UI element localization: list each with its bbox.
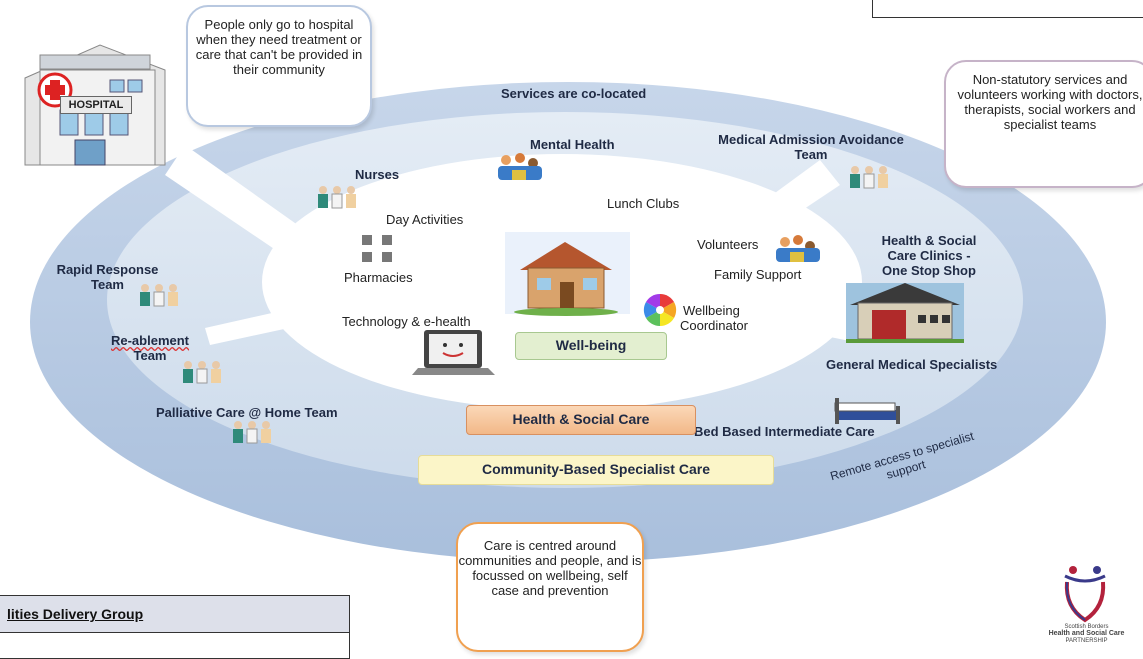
partnership-logo (1064, 566, 1106, 623)
delivery-group-title: lities Delivery Group (7, 606, 144, 622)
label-technology: Technology & e-health (342, 314, 471, 329)
hospital-sign: HOSPITAL (60, 96, 132, 114)
label-medical-admission-line2: Team (794, 147, 828, 162)
label-family-support: Family Support (714, 267, 802, 282)
spoke-top-right (745, 160, 840, 235)
pharmacy-icons (362, 235, 392, 262)
label-hsc-clinics-line2: Care Clinics - (887, 248, 971, 263)
label-mental-health: Mental Health (530, 137, 615, 152)
label-rapid-response: Rapid Response Team (35, 262, 180, 292)
pill-community-specialist: Community-Based Specialist Care (418, 455, 774, 485)
label-pharmacies: Pharmacies (344, 270, 413, 285)
label-wellbeing-coordinator-line1: Wellbeing (683, 303, 740, 318)
label-reablement-line2: Team (133, 348, 167, 363)
callout-non-statutory: Non-statutory services and volunteers wo… (944, 60, 1143, 188)
pill-wellbeing: Well-being (515, 332, 667, 360)
logo-line3: PARTNERSHIP (1065, 638, 1108, 644)
bed-icon (834, 398, 900, 424)
label-medical-admission-line1: Medical Admission Avoidance (718, 132, 904, 147)
label-hsc-clinics-line1: Health & Social (881, 233, 977, 248)
callout-care-centred: Care is centred around communities and p… (456, 522, 644, 652)
label-reablement: Re-ablement Team (100, 333, 200, 363)
top-right-box (872, 0, 1143, 18)
label-rapid-response-line2: Team (91, 277, 124, 292)
group-icon-day (498, 153, 542, 180)
label-wellbeing-coordinator-line2: Coordinator (680, 318, 748, 333)
label-medical-admission: Medical Admission Avoidance Team (683, 132, 939, 162)
spoke-left (205, 300, 335, 345)
callout-hospital-only: People only go to hospital when they nee… (186, 5, 372, 127)
delivery-group-table: lities Delivery Group (0, 595, 350, 659)
label-hsc-clinics-line3: One Stop Shop (882, 263, 976, 278)
clinic-building-icon (846, 283, 964, 343)
delivery-group-header: lities Delivery Group (0, 596, 349, 633)
logo-text: Scottish Borders Health and Social Care … (1030, 624, 1143, 644)
label-wellbeing-coordinator: Wellbeing Coordinator (680, 303, 748, 333)
spoke-right (795, 310, 860, 342)
color-wheel-icon (643, 293, 677, 327)
label-volunteers: Volunteers (697, 237, 759, 252)
label-palliative: Palliative Care @ Home Team (156, 405, 338, 420)
spoke-top-left (165, 145, 340, 280)
logo-line1: Scottish Borders (1064, 624, 1109, 630)
laptop-icon (412, 330, 495, 375)
group-icon-volunteers (776, 235, 820, 262)
label-services-colocated: Services are co-located (501, 86, 647, 101)
label-lunch-clubs: Lunch Clubs (607, 196, 680, 211)
pill-health-social-care: Health & Social Care (466, 405, 696, 435)
label-general-medical: General Medical Specialists (826, 357, 998, 372)
label-nurses: Nurses (355, 167, 400, 182)
label-reablement-line1: Re-ablement (110, 333, 190, 348)
label-rapid-response-line1: Rapid Response (56, 262, 159, 277)
logo-line2: Health and Social Care (1048, 630, 1125, 637)
label-day-activities: Day Activities (386, 212, 464, 227)
label-bed-based: Bed Based Intermediate Care (694, 424, 875, 439)
label-hsc-clinics: Health & Social Care Clinics - One Stop … (858, 233, 1000, 278)
people-icons (140, 166, 888, 444)
house-icon (505, 232, 630, 316)
